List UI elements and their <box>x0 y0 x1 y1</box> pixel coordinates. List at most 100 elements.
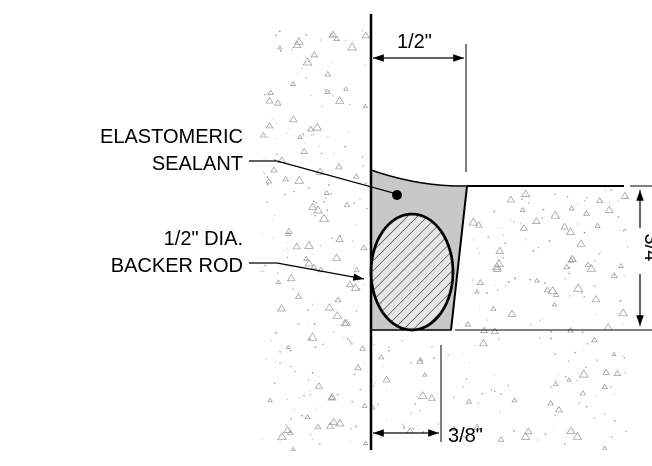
aggregate-speck <box>349 441 351 443</box>
aggregate-speck <box>355 310 358 312</box>
aggregate-triangle <box>602 368 611 375</box>
aggregate-speck <box>503 234 505 236</box>
aggregate-speck <box>273 382 276 385</box>
aggregate-triangle <box>490 327 499 335</box>
aggregate-speck <box>574 351 576 354</box>
aggregate-triangle <box>304 414 311 420</box>
aggregate-speck <box>610 189 613 191</box>
aggregate-speck <box>593 285 596 288</box>
aggregate-speck <box>566 195 569 198</box>
aggregate-speck <box>362 30 364 32</box>
aggregate-speck <box>262 171 264 173</box>
aggregate-speck <box>619 300 622 302</box>
aggregate-speck <box>305 77 308 79</box>
aggregate-speck <box>348 339 351 342</box>
aggregate-triangle <box>307 332 318 341</box>
aggregate-speck <box>512 429 515 432</box>
aggregate-triangle <box>341 318 351 326</box>
aggregate-speck <box>313 322 316 325</box>
aggregate-speck <box>403 425 405 428</box>
aggregate-triangle <box>328 394 335 400</box>
aggregate-speck <box>375 382 377 384</box>
aggregate-triangle <box>591 295 601 303</box>
aggregate-speck <box>462 386 465 388</box>
aggregate-speck <box>504 285 506 287</box>
aggregate-speck <box>290 176 292 178</box>
aggregate-speck <box>328 195 330 197</box>
aggregate-speck <box>286 132 288 134</box>
aggregate-speck <box>468 361 470 363</box>
aggregate-speck <box>433 357 435 359</box>
aggregate-triangle <box>519 224 528 231</box>
aggregate-speck <box>320 39 322 41</box>
aggregate-speck <box>349 103 351 106</box>
aggregate-triangle <box>273 99 282 106</box>
aggregate-triangle <box>474 289 480 294</box>
aggregate-triangle <box>565 227 576 235</box>
aggregate-triangle <box>603 322 613 331</box>
aggregate-triangle <box>277 304 286 312</box>
aggregate-speck <box>287 247 289 249</box>
aggregate-speck <box>410 362 412 364</box>
aggregate-speck <box>330 192 332 195</box>
aggregate-triangle <box>465 398 473 404</box>
aggregate-speck <box>521 198 523 201</box>
aggregate-speck <box>361 156 364 158</box>
aggregate-speck <box>323 305 325 307</box>
aggregate-speck <box>303 142 305 144</box>
aggregate-triangle <box>591 336 598 343</box>
aggregate-triangle <box>303 255 310 261</box>
aggregate-speck <box>486 291 488 294</box>
aggregate-speck <box>622 229 625 232</box>
aggregate-triangle <box>417 391 428 399</box>
aggregate-triangle <box>334 296 342 303</box>
aggregate-speck <box>504 242 507 245</box>
aggregate-triangle <box>286 429 294 435</box>
aggregate-triangle <box>602 445 608 450</box>
aggregate-triangle <box>318 213 330 222</box>
aggregate-speck <box>309 390 311 392</box>
aggregate-triangle <box>324 88 331 94</box>
aggregate-speck <box>625 430 627 433</box>
aggregate-speck <box>332 95 334 97</box>
aggregate-speck <box>302 133 305 136</box>
aggregate-speck <box>388 349 390 352</box>
aggregate-speck <box>567 360 570 362</box>
aggregate-speck <box>310 94 312 97</box>
aggregate-triangle <box>362 440 369 445</box>
aggregate-triangle <box>294 292 303 299</box>
aggregate-speck <box>583 231 586 234</box>
concrete-aggregate-left <box>259 30 370 452</box>
aggregate-speck <box>324 89 326 91</box>
aggregate-speck <box>349 341 352 344</box>
aggregate-speck <box>274 215 276 217</box>
aggregate-speck <box>477 402 479 404</box>
aggregate-triangle <box>578 369 589 378</box>
aggregate-speck <box>401 423 403 425</box>
aggregate-speck <box>576 204 578 206</box>
aggregate-triangle <box>554 405 563 413</box>
aggregate-triangle <box>361 402 368 408</box>
aggregate-speck <box>499 411 501 414</box>
aggregate-speck <box>554 353 557 355</box>
aggregate-speck <box>577 223 579 225</box>
aggregate-speck <box>275 123 277 125</box>
aggregate-triangle <box>306 125 315 132</box>
aggregate-triangle <box>282 175 290 182</box>
aggregate-speck <box>332 153 335 155</box>
aggregate-speck <box>316 407 317 409</box>
aggregate-triangle <box>610 272 618 279</box>
aggregate-triangle <box>285 344 291 350</box>
aggregate-speck <box>290 431 292 433</box>
aggregate-triangle <box>334 163 343 170</box>
aggregate-speck <box>279 441 281 443</box>
aggregate-triangle <box>360 244 368 251</box>
aggregate-speck <box>271 339 273 341</box>
aggregate-triangle <box>382 375 391 383</box>
aggregate-speck <box>323 200 326 203</box>
sealant-label-line1: ELASTOMERIC <box>100 126 243 148</box>
aggregate-speck <box>471 279 473 281</box>
aggregate-triangle <box>547 285 558 294</box>
aggregate-speck <box>293 408 295 411</box>
aggregate-speck <box>275 331 278 334</box>
